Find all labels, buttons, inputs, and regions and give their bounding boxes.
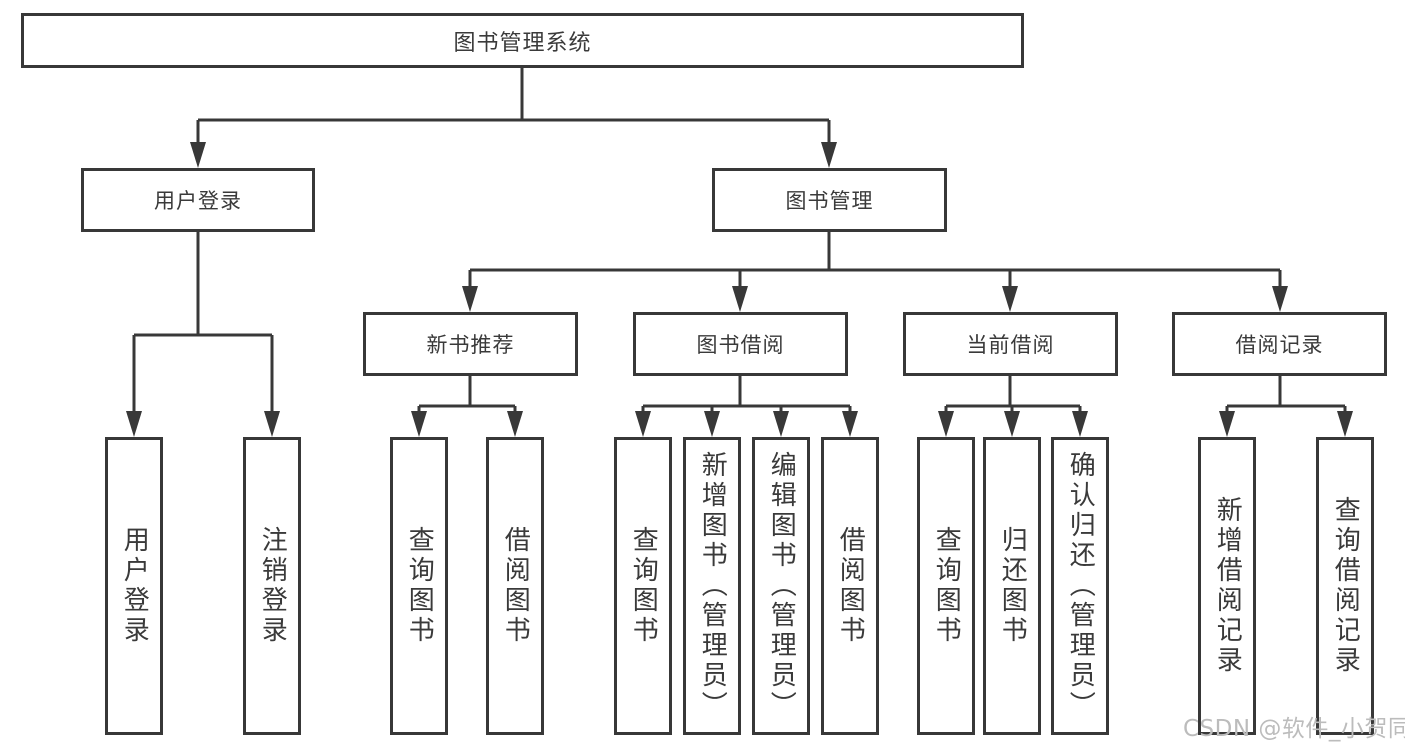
- leaf-borrow-query-book-label: 查询图书: [628, 526, 659, 646]
- node-root-label: 图书管理系统: [453, 30, 592, 56]
- leaf-return-book: 归还图书: [983, 437, 1041, 735]
- leaf-borrow-query-book: 查询图书: [614, 437, 672, 735]
- node-new-book-recommend: 新书推荐: [363, 312, 578, 376]
- node-borrow-records-label: 借阅记录: [1235, 333, 1324, 357]
- leaf-recommend-query-book-label: 查询图书: [404, 526, 435, 646]
- leaf-borrow-borrow-book-label: 借阅图书: [835, 526, 866, 646]
- leaf-logout: 注销登录: [243, 437, 301, 735]
- leaf-borrow-borrow-book: 借阅图书: [821, 437, 879, 735]
- node-book-borrow-label: 图书借阅: [696, 333, 785, 357]
- leaf-return-book-label: 归还图书: [997, 526, 1028, 646]
- leaf-current-query-book: 查询图书: [917, 437, 975, 735]
- leaf-query-borrow-record-label: 查询借阅记录: [1330, 496, 1361, 676]
- leaf-recommend-query-book: 查询图书: [390, 437, 448, 735]
- node-borrow-records: 借阅记录: [1172, 312, 1387, 376]
- node-current-borrow-label: 当前借阅: [966, 333, 1055, 357]
- node-user-login: 用户登录: [81, 168, 315, 232]
- leaf-current-query-book-label: 查询图书: [931, 526, 962, 646]
- leaf-user-login: 用户登录: [105, 437, 163, 735]
- leaf-add-borrow-record-label: 新增借阅记录: [1212, 496, 1243, 676]
- leaf-recommend-borrow-book: 借阅图书: [486, 437, 544, 735]
- leaf-add-book-admin-label: 新增图书（管理员）: [697, 451, 728, 721]
- leaf-edit-book-admin: 编辑图书（管理员）: [752, 437, 810, 735]
- node-book-borrow: 图书借阅: [633, 312, 848, 376]
- leaf-add-borrow-record: 新增借阅记录: [1198, 437, 1256, 735]
- node-book-management: 图书管理: [712, 168, 947, 232]
- leaf-confirm-return-admin: 确认归还（管理员）: [1051, 437, 1109, 735]
- leaf-logout-label: 注销登录: [257, 526, 288, 646]
- node-current-borrow: 当前借阅: [903, 312, 1118, 376]
- leaf-user-login-label: 用户登录: [119, 526, 150, 646]
- leaf-edit-book-admin-label: 编辑图书（管理员）: [766, 451, 797, 721]
- watermark: CSDN @软件_小贺同学: [1183, 716, 1405, 742]
- node-root-system: 图书管理系统: [21, 13, 1024, 68]
- leaf-confirm-return-admin-label: 确认归还（管理员）: [1065, 451, 1096, 721]
- leaf-recommend-borrow-book-label: 借阅图书: [500, 526, 531, 646]
- leaf-query-borrow-record: 查询借阅记录: [1316, 437, 1374, 735]
- node-new-book-recommend-label: 新书推荐: [426, 333, 515, 357]
- leaf-add-book-admin: 新增图书（管理员）: [683, 437, 741, 735]
- node-book-management-label: 图书管理: [785, 189, 874, 213]
- node-user-login-label: 用户登录: [154, 189, 242, 213]
